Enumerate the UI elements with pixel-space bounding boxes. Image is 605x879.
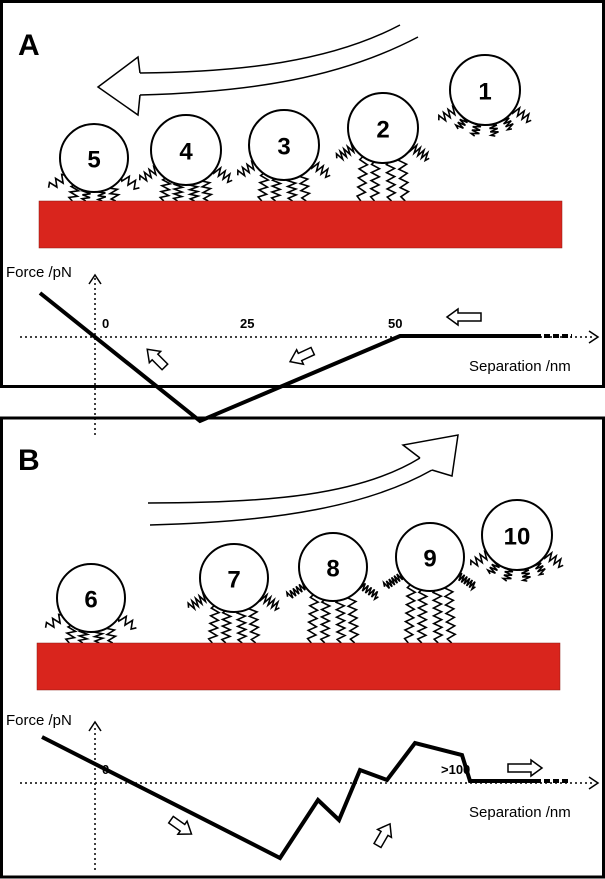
svg-text:8: 8 — [326, 556, 339, 583]
spring — [454, 572, 476, 592]
spring — [235, 608, 249, 644]
bead-3: 3 — [248, 109, 320, 181]
spring — [409, 142, 430, 163]
spring — [120, 174, 140, 191]
spring — [67, 183, 81, 202]
surface-b — [36, 642, 561, 691]
spring — [512, 105, 532, 124]
approach-arrow — [96, 24, 419, 117]
svg-text:4: 4 — [179, 139, 193, 166]
spring — [117, 614, 137, 631]
tick-100-b: >100 — [441, 762, 470, 777]
svg-text:1: 1 — [478, 79, 491, 106]
spring — [139, 165, 159, 183]
springs-b — [44, 550, 564, 644]
spring — [416, 587, 429, 644]
spring — [247, 604, 261, 644]
spring — [76, 628, 91, 644]
svg-text:6: 6 — [84, 587, 97, 614]
panel-b-border — [0, 416, 605, 879]
spring — [384, 159, 397, 202]
spring — [298, 171, 312, 202]
tick-25-a: 25 — [240, 316, 254, 331]
springs-a — [47, 105, 532, 202]
y-axis-label-b: Force /pN — [6, 712, 72, 729]
tick-0-b: 0 — [102, 762, 109, 777]
x-axis-label-b: Separation /nm — [469, 804, 571, 821]
bead-9: 9 — [395, 522, 465, 592]
svg-text:10: 10 — [504, 524, 531, 551]
svg-text:3: 3 — [277, 134, 290, 161]
spring — [207, 603, 221, 644]
svg-text:9: 9 — [423, 546, 436, 573]
tick-0-a: 0 — [102, 316, 109, 331]
spring — [346, 593, 360, 644]
bead-4: 4 — [150, 114, 222, 186]
spring — [158, 176, 173, 202]
svg-text:7: 7 — [227, 567, 240, 594]
spring — [187, 591, 208, 612]
spring — [47, 173, 68, 189]
spring — [311, 160, 331, 179]
spring — [334, 597, 347, 644]
spring — [382, 569, 404, 589]
spring — [335, 142, 356, 162]
spring — [220, 608, 233, 644]
panel-b-letter: B — [18, 444, 40, 477]
panel-a-border — [0, 0, 605, 388]
spring — [237, 160, 257, 178]
bead-1: 1 — [449, 54, 521, 126]
spring — [438, 105, 458, 123]
spring — [306, 593, 320, 644]
x-axis-label-a: Separation /nm — [469, 358, 571, 375]
bead-2: 2 — [347, 92, 419, 164]
bead-8: 8 — [298, 532, 368, 602]
svg-text:5: 5 — [87, 147, 100, 174]
panel-a: A 1 2 3 4 5 Force /pN Separation /nm 0 2… — [0, 0, 605, 435]
spring — [403, 583, 417, 644]
spring — [64, 623, 78, 644]
spring — [186, 181, 201, 202]
bead-7: 7 — [199, 543, 269, 613]
spring — [171, 181, 186, 202]
spring — [369, 159, 382, 202]
bead-5: 5 — [59, 123, 129, 193]
spring — [397, 154, 411, 202]
spring — [319, 597, 332, 644]
spring — [431, 587, 444, 644]
tick-50-a: 50 — [388, 316, 402, 331]
bead-10: 10 — [481, 499, 553, 571]
spring — [544, 550, 564, 569]
spring — [269, 176, 283, 202]
spring — [470, 550, 490, 568]
retract-arrow — [147, 434, 459, 526]
panel-b: B 6 7 8 9 10 Force /pN Separation /nm 0 … — [0, 416, 605, 879]
spring — [199, 176, 214, 202]
force-curve-a — [20, 273, 600, 435]
spring — [443, 583, 457, 644]
force-curve-b — [20, 720, 600, 870]
spring — [355, 154, 369, 202]
spring — [259, 592, 280, 612]
spring — [213, 165, 233, 184]
spring — [285, 176, 299, 202]
surface-a — [38, 200, 563, 249]
panel-a-letter: A — [18, 29, 40, 62]
spring — [358, 582, 379, 602]
y-axis-label-a: Force /pN — [6, 264, 72, 281]
spring — [256, 171, 271, 202]
bead-6: 6 — [56, 563, 126, 633]
svg-text:2: 2 — [376, 117, 389, 144]
spring — [285, 580, 307, 599]
spring — [44, 613, 65, 629]
